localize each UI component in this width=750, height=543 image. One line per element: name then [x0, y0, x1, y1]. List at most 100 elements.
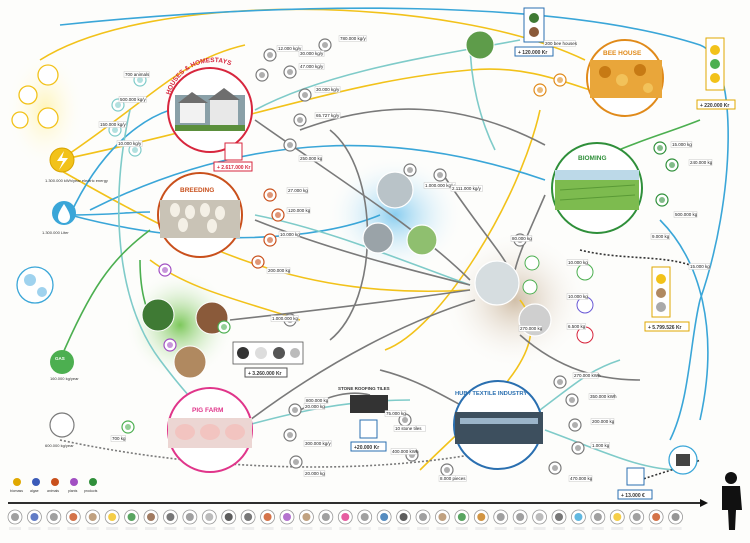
bioming-value-box: + 5.799.526 Kr: [644, 266, 690, 332]
value-label: 1.000 kg: [592, 443, 610, 448]
node-dot: [167, 342, 173, 348]
value-label-box: [588, 393, 615, 400]
product-icon-caption: [572, 527, 585, 530]
node-dot: [557, 77, 563, 83]
node-dot: [125, 424, 131, 430]
product-icon-fill: [671, 513, 680, 521]
value-label-box: [590, 418, 615, 425]
hub-bioming[interactable]: BIOMING: [551, 142, 643, 234]
hub-bee-house-title: BEE HOUSE: [603, 50, 642, 57]
product-icon-fill: [419, 513, 427, 521]
node-dot: [297, 117, 303, 123]
material-flow: [229, 289, 471, 321]
value-label: 27.000 kg: [288, 188, 308, 193]
node-dot: [657, 145, 663, 151]
product-icon-caption: [67, 527, 80, 530]
hub-pig-farm[interactable]: PIG FARM: [167, 387, 253, 473]
value-label-box: [393, 425, 426, 432]
value-label: 500.000 kg: [675, 212, 698, 217]
timeline: [8, 499, 708, 507]
value-label-box: [543, 40, 576, 47]
product-icon-fill: [321, 513, 330, 521]
hub-bee-house[interactable]: BEE HOUSE: [586, 39, 664, 117]
value-label-box: [688, 159, 713, 166]
value-label: 10.000 kg/y: [118, 141, 142, 146]
hub-breeding-title: BREEDING: [180, 187, 214, 194]
product-icon-fill: [341, 513, 350, 521]
value-label: 700 animals: [125, 72, 150, 77]
value-label-box: [286, 187, 309, 194]
node-dot: [659, 197, 665, 203]
legend-4: products: [84, 489, 98, 493]
product-icon-fill: [574, 513, 583, 521]
value-label: 1.000.000 kg/y: [425, 183, 455, 188]
waste-flow: [579, 249, 691, 266]
final-value-node: + 13.000 €: [617, 445, 698, 500]
value-label: 350.000 kWh: [590, 394, 617, 399]
hub-textile[interactable]: HUB / TEXTILE INDUSTRY: [453, 380, 543, 470]
node-dot: [407, 167, 413, 173]
product-icon-caption: [436, 527, 449, 530]
product-icon-fill: [263, 513, 272, 521]
value-label: 65.727 kg/y: [316, 113, 340, 118]
stone-tiles-node: STONE ROOFING TILES +20.000 Kr: [338, 386, 390, 452]
energy-flow: [384, 109, 541, 351]
lightning-icon: [57, 151, 68, 170]
node-dot: [287, 432, 293, 438]
water-drop-icon: [58, 204, 70, 223]
value-label-box: [123, 71, 150, 78]
node-dot: [115, 102, 121, 108]
value-label: 700 kg: [112, 436, 126, 441]
forest-cluster: + 3.260.000 Kr: [141, 298, 304, 379]
product-icon-caption: [28, 527, 41, 530]
node-dot: [259, 72, 265, 78]
node-dot: [275, 212, 281, 218]
node-dot: [552, 465, 558, 471]
node-dot: [132, 147, 138, 153]
node-dot: [322, 42, 328, 48]
material-flow: [379, 369, 471, 411]
node-dot: [444, 467, 450, 473]
value-label: 200.000 kg: [592, 419, 615, 424]
value-label-box: [118, 96, 147, 103]
value-label-box: [338, 35, 367, 42]
product-icon-fill: [652, 513, 661, 521]
value-label: 9.000 kg: [652, 234, 670, 239]
value-label-box: [278, 231, 301, 238]
product-icon-fill: [205, 513, 214, 521]
product-icon-fill: [30, 513, 39, 521]
product-icon-fill: [555, 513, 563, 521]
product-icon-fill: [283, 513, 291, 521]
value-label: 270.000 kWh: [574, 373, 601, 378]
node-dot: [437, 172, 443, 178]
value-label-box: [276, 45, 303, 52]
product-icon-fill: [516, 513, 525, 521]
legend-2: animals: [47, 489, 59, 493]
node-dot: [537, 87, 543, 93]
value-label: 10.000 kg: [280, 232, 300, 237]
product-icon-fill: [147, 513, 155, 521]
product-icon-fill: [360, 513, 369, 521]
node-dot: [162, 267, 168, 273]
product-icon-fill: [457, 513, 466, 521]
node-dot: [112, 127, 118, 133]
mushroom-value: + 3.260.000 Kr: [248, 371, 282, 377]
hub-breeding[interactable]: BREEDING: [157, 172, 243, 258]
value-label-box: [590, 442, 610, 449]
stone-tiles-title: STONE ROOFING TILES: [338, 386, 390, 391]
forest-glow: [125, 270, 235, 380]
water-cluster: [362, 171, 438, 256]
water-flow: [659, 219, 709, 421]
water-value: 1.300.000 Liter: [42, 230, 69, 235]
value-label-box: [438, 475, 467, 482]
bee-house-value: + 220.000 Kr: [700, 103, 729, 109]
hub-textile-title: HUB / TEXTILE INDUSTRY: [455, 391, 527, 397]
value-label: 1.000.000 kg: [272, 316, 299, 321]
product-icon-fill: [88, 513, 97, 521]
value-label: 6.500 kg: [568, 324, 586, 329]
value-label: 120.000 kg: [288, 208, 311, 213]
product-icon-fill: [632, 513, 641, 521]
product-icon-caption: [106, 527, 119, 530]
product-icon-fill: [302, 513, 311, 521]
hub-houses[interactable]: HOUSES & HOMESTAYS: [165, 57, 255, 153]
